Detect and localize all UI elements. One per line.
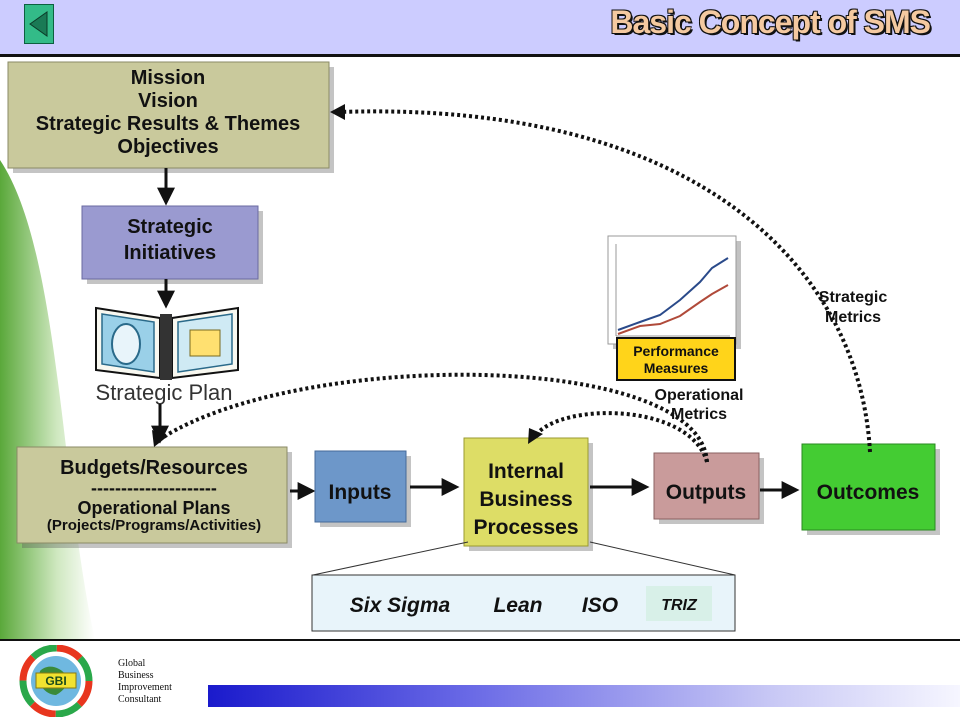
sms-concept-diagram: Mission Vision Strategic Results & Theme…	[0, 61, 940, 640]
initiatives-line-1: Strategic	[127, 216, 213, 238]
expansion-line-left	[312, 541, 469, 576]
company-name: Global Business Improvement Consultant	[118, 658, 208, 706]
dotted-arrow-outcomes-to-mission	[339, 109, 872, 453]
dotted-arrowhead-mission	[330, 104, 345, 120]
logo-text: GBI	[45, 674, 66, 688]
gbi-logo: GBI	[19, 645, 93, 717]
mission-box: Mission Vision Strategic Results & Theme…	[7, 61, 334, 173]
mission-line: Mission	[131, 67, 205, 89]
strategic-metrics-line-1: Strategic	[819, 289, 888, 306]
projects-line: (Projects/Programs/Activities)	[47, 517, 261, 534]
processes-line-3: Processes	[473, 516, 578, 539]
outcomes-label: Outcomes	[817, 481, 920, 504]
initiatives-box: Strategic Initiatives	[81, 205, 263, 284]
methods-panel: Six Sigma Lean ISO TRIZ	[311, 574, 736, 632]
measures-line: Measures	[644, 360, 709, 376]
objectives-line: Objectives	[117, 136, 218, 158]
company-line-1: Global	[118, 658, 146, 669]
company-line-2: Business	[118, 670, 154, 681]
processes-line-2: Business	[479, 488, 572, 511]
outputs-label: Outputs	[666, 481, 746, 504]
company-line-3: Improvement	[118, 682, 172, 693]
footer-divider	[0, 639, 960, 641]
processes-line-1: Internal	[488, 460, 564, 483]
processes-box: Internal Business Processes	[463, 437, 593, 551]
outputs-box: Outputs	[653, 452, 764, 524]
outcomes-box: Outcomes	[801, 443, 940, 535]
performance-chart-icon: Performance Measures	[607, 235, 741, 381]
strategic-plan-label: Strategic Plan	[96, 380, 233, 405]
method-six-sigma: Six Sigma	[350, 594, 451, 617]
inputs-label: Inputs	[329, 481, 392, 504]
operational-metrics-line-2: Metrics	[671, 406, 727, 423]
budgets-box: Budgets/Resources --------------------- …	[16, 446, 292, 548]
budgets-line: Budgets/Resources	[60, 457, 248, 479]
method-lean: Lean	[493, 594, 542, 617]
dotted-arrowhead-processes	[528, 428, 543, 444]
strategic-metrics-line-2: Metrics	[825, 309, 881, 326]
operational-plans-line: Operational Plans	[77, 498, 230, 518]
operational-metrics-line-1: Operational	[655, 387, 744, 404]
triangle-left-icon	[29, 11, 48, 37]
back-button[interactable]	[24, 4, 54, 44]
company-line-4: Consultant	[118, 694, 162, 705]
vision-line: Vision	[138, 90, 198, 112]
dotted-arrow-outputs-to-budgets	[160, 372, 709, 463]
header-band	[0, 0, 960, 54]
expansion-line-right	[589, 541, 736, 576]
budgets-divider-line: ---------------------	[91, 478, 217, 498]
strategic-results-line: Strategic Results & Themes	[36, 113, 301, 135]
footer-gradient-bar	[208, 685, 960, 707]
dotted-arrowhead-budgets	[152, 430, 168, 447]
method-iso: ISO	[582, 594, 618, 617]
header-divider	[0, 54, 960, 57]
slide-title: Basic Concept of SMS	[610, 4, 931, 40]
inputs-box: Inputs	[314, 450, 411, 527]
method-triz: TRIZ	[661, 597, 698, 614]
initiatives-line-2: Initiatives	[124, 242, 216, 264]
decorative-swoosh	[0, 160, 95, 640]
binder-icon	[95, 306, 239, 380]
performance-line: Performance	[633, 343, 719, 359]
